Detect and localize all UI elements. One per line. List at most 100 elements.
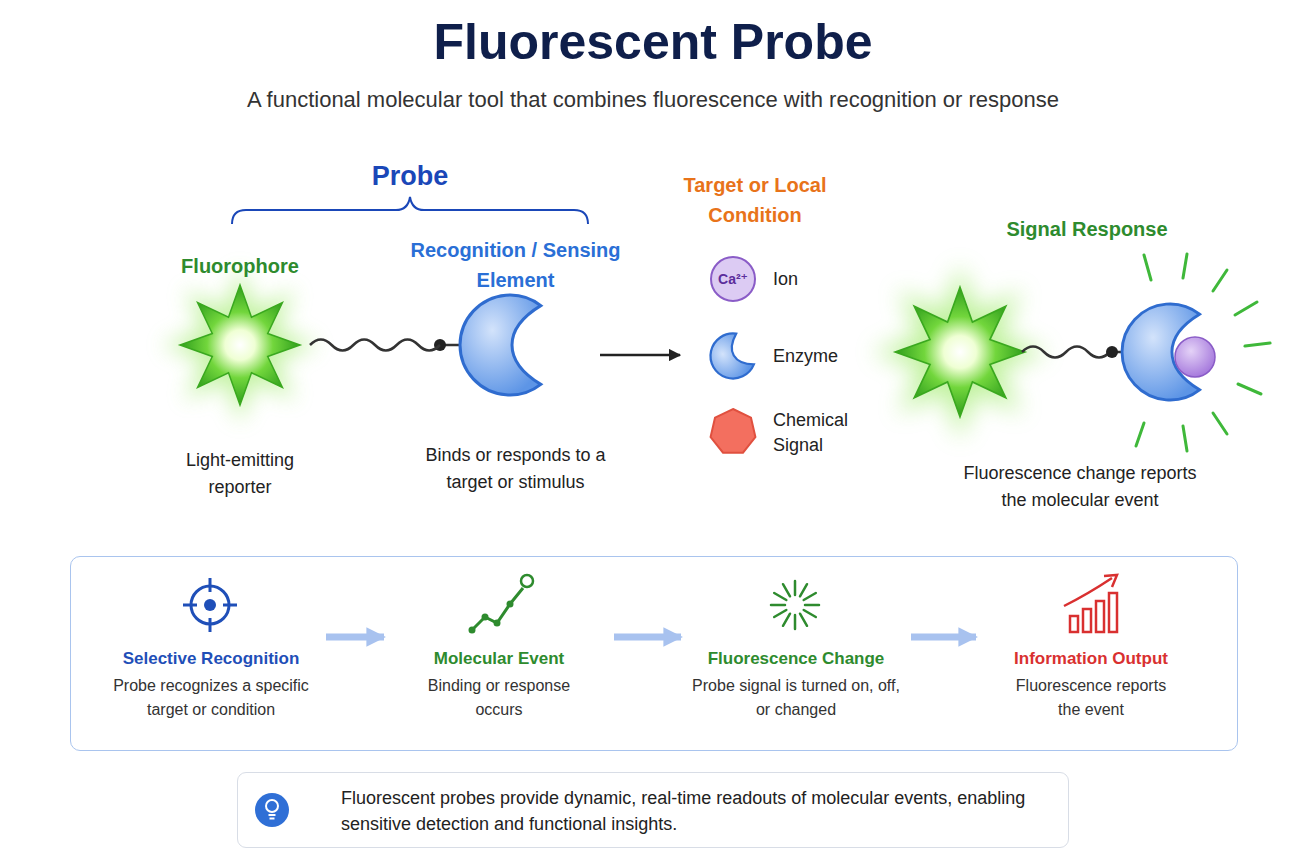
node-body: Fluorescence change reports the molecula… (950, 460, 1210, 514)
target-icon (183, 578, 237, 632)
signal-rays (1136, 254, 1270, 451)
flow-arrow (911, 634, 976, 641)
burst-ray (783, 614, 790, 626)
star-glow (162, 267, 318, 423)
bulb-glass (266, 800, 278, 812)
diagram-title: Fluorescent Probe (0, 12, 1306, 72)
signal-star (873, 265, 1048, 440)
note-box: Fluorescent probes provide dynamic, real… (237, 772, 1069, 848)
node-body: Fluorescence reports the event (1006, 674, 1176, 722)
burst-ray (804, 610, 816, 617)
star-shape (895, 287, 1025, 417)
node-body: Probe recognizes a specific target or co… (101, 674, 321, 722)
bulb-badge (255, 793, 289, 827)
enzyme-icon (702, 330, 756, 387)
target-tick (183, 604, 197, 607)
item-node: Information OutputFluorescence reports t… (976, 577, 1206, 737)
node-body: Ion (773, 267, 853, 292)
burst-ray (805, 604, 819, 607)
node-heading: Fluorophore (150, 252, 330, 280)
burst-ray (794, 581, 797, 595)
component-node: Recognition / Sensing ElementBinds or re… (440, 235, 600, 490)
subtitle: A functional molecular tool that combine… (0, 86, 1306, 114)
chart-bar (1109, 593, 1117, 632)
event-point (469, 627, 476, 634)
event-point (482, 614, 489, 621)
trend-head (1104, 575, 1117, 587)
linker-wave (310, 340, 440, 351)
node-heading: Signal Response (987, 215, 1187, 243)
node-heading: Ca²⁺ (711, 269, 755, 289)
item-node: Fluorescence ChangeProbe signal is turne… (681, 577, 911, 737)
star-glow (873, 265, 1048, 440)
item-node: Enzyme (711, 334, 861, 378)
component-node: FluorophoreLight-emitting reporter (170, 250, 310, 490)
component-node: Signal ResponseFluorescence change repor… (895, 215, 1265, 515)
ray (1136, 423, 1144, 446)
target-group: Target or Local ConditionCa²⁺IonEnzymeCh… (680, 170, 880, 470)
chemical-heptagon (711, 409, 756, 453)
bound-target (1175, 337, 1215, 377)
burst-ray (800, 614, 807, 626)
chart-bar (1096, 601, 1104, 632)
node-heading: Enzyme (773, 344, 863, 369)
item-node: Selective RecognitionProbe recognizes a … (96, 577, 326, 737)
ion-circle (711, 257, 755, 301)
ray (1213, 413, 1227, 434)
ray (1144, 255, 1151, 280)
ray (1183, 254, 1187, 278)
fluorophore-star (162, 267, 318, 423)
target-dot (204, 599, 216, 611)
event-point (507, 601, 514, 608)
event-icon (469, 575, 534, 634)
burst-icon (771, 581, 819, 629)
ray (1238, 384, 1261, 394)
item-node: Chemical Signal (711, 408, 861, 460)
node-heading: Fluorescent probes provide dynamic, real… (341, 785, 1041, 837)
target-tick (209, 618, 212, 632)
bulb-base (269, 814, 276, 816)
burst-ray (774, 593, 786, 600)
node-heading: Information Output (976, 648, 1206, 670)
event-point (494, 620, 501, 627)
flow-arrow (326, 634, 384, 641)
node-body: Binds or responds to a target or stimulu… (408, 442, 623, 496)
ray (1235, 302, 1257, 315)
bulb-base (270, 818, 275, 820)
chart-icon (1064, 575, 1117, 632)
flow-arrow (600, 354, 680, 357)
event-line (472, 588, 523, 630)
trend-line (1064, 578, 1112, 606)
burst-ray (794, 615, 797, 629)
flow-arrow (614, 634, 681, 641)
linker-dot (1106, 346, 1118, 358)
bulb-icon (255, 793, 289, 827)
ray (1245, 343, 1270, 346)
node-heading: Selective Recognition (96, 648, 326, 670)
target-tick (223, 604, 237, 607)
burst-ray (804, 593, 816, 600)
node-heading: Chemical Signal (773, 408, 863, 458)
event-point (521, 575, 533, 587)
chart-bar (1070, 616, 1078, 632)
chart-bar (1083, 609, 1091, 632)
linker-wave (1022, 347, 1110, 358)
target-tick (209, 578, 212, 592)
item-node: Ca²⁺ Ion (711, 257, 861, 301)
burst-ray (771, 604, 785, 607)
burst-ray (800, 584, 807, 596)
node-heading: Recognition / Sensing Element (408, 235, 623, 295)
group-label: Probe (330, 160, 490, 192)
recognition-shape (460, 295, 541, 395)
item-node: Molecular EventBinding or response occur… (384, 577, 614, 737)
burst-ray (774, 610, 786, 617)
node-body: Light-emitting reporter (160, 447, 320, 501)
step-panel: Selective RecognitionProbe recognizes a … (70, 556, 1238, 751)
linker-dot (434, 339, 446, 351)
node-heading: Fluorescence Change (681, 648, 911, 670)
probe-bracket (232, 197, 588, 224)
burst-ray (783, 584, 790, 596)
